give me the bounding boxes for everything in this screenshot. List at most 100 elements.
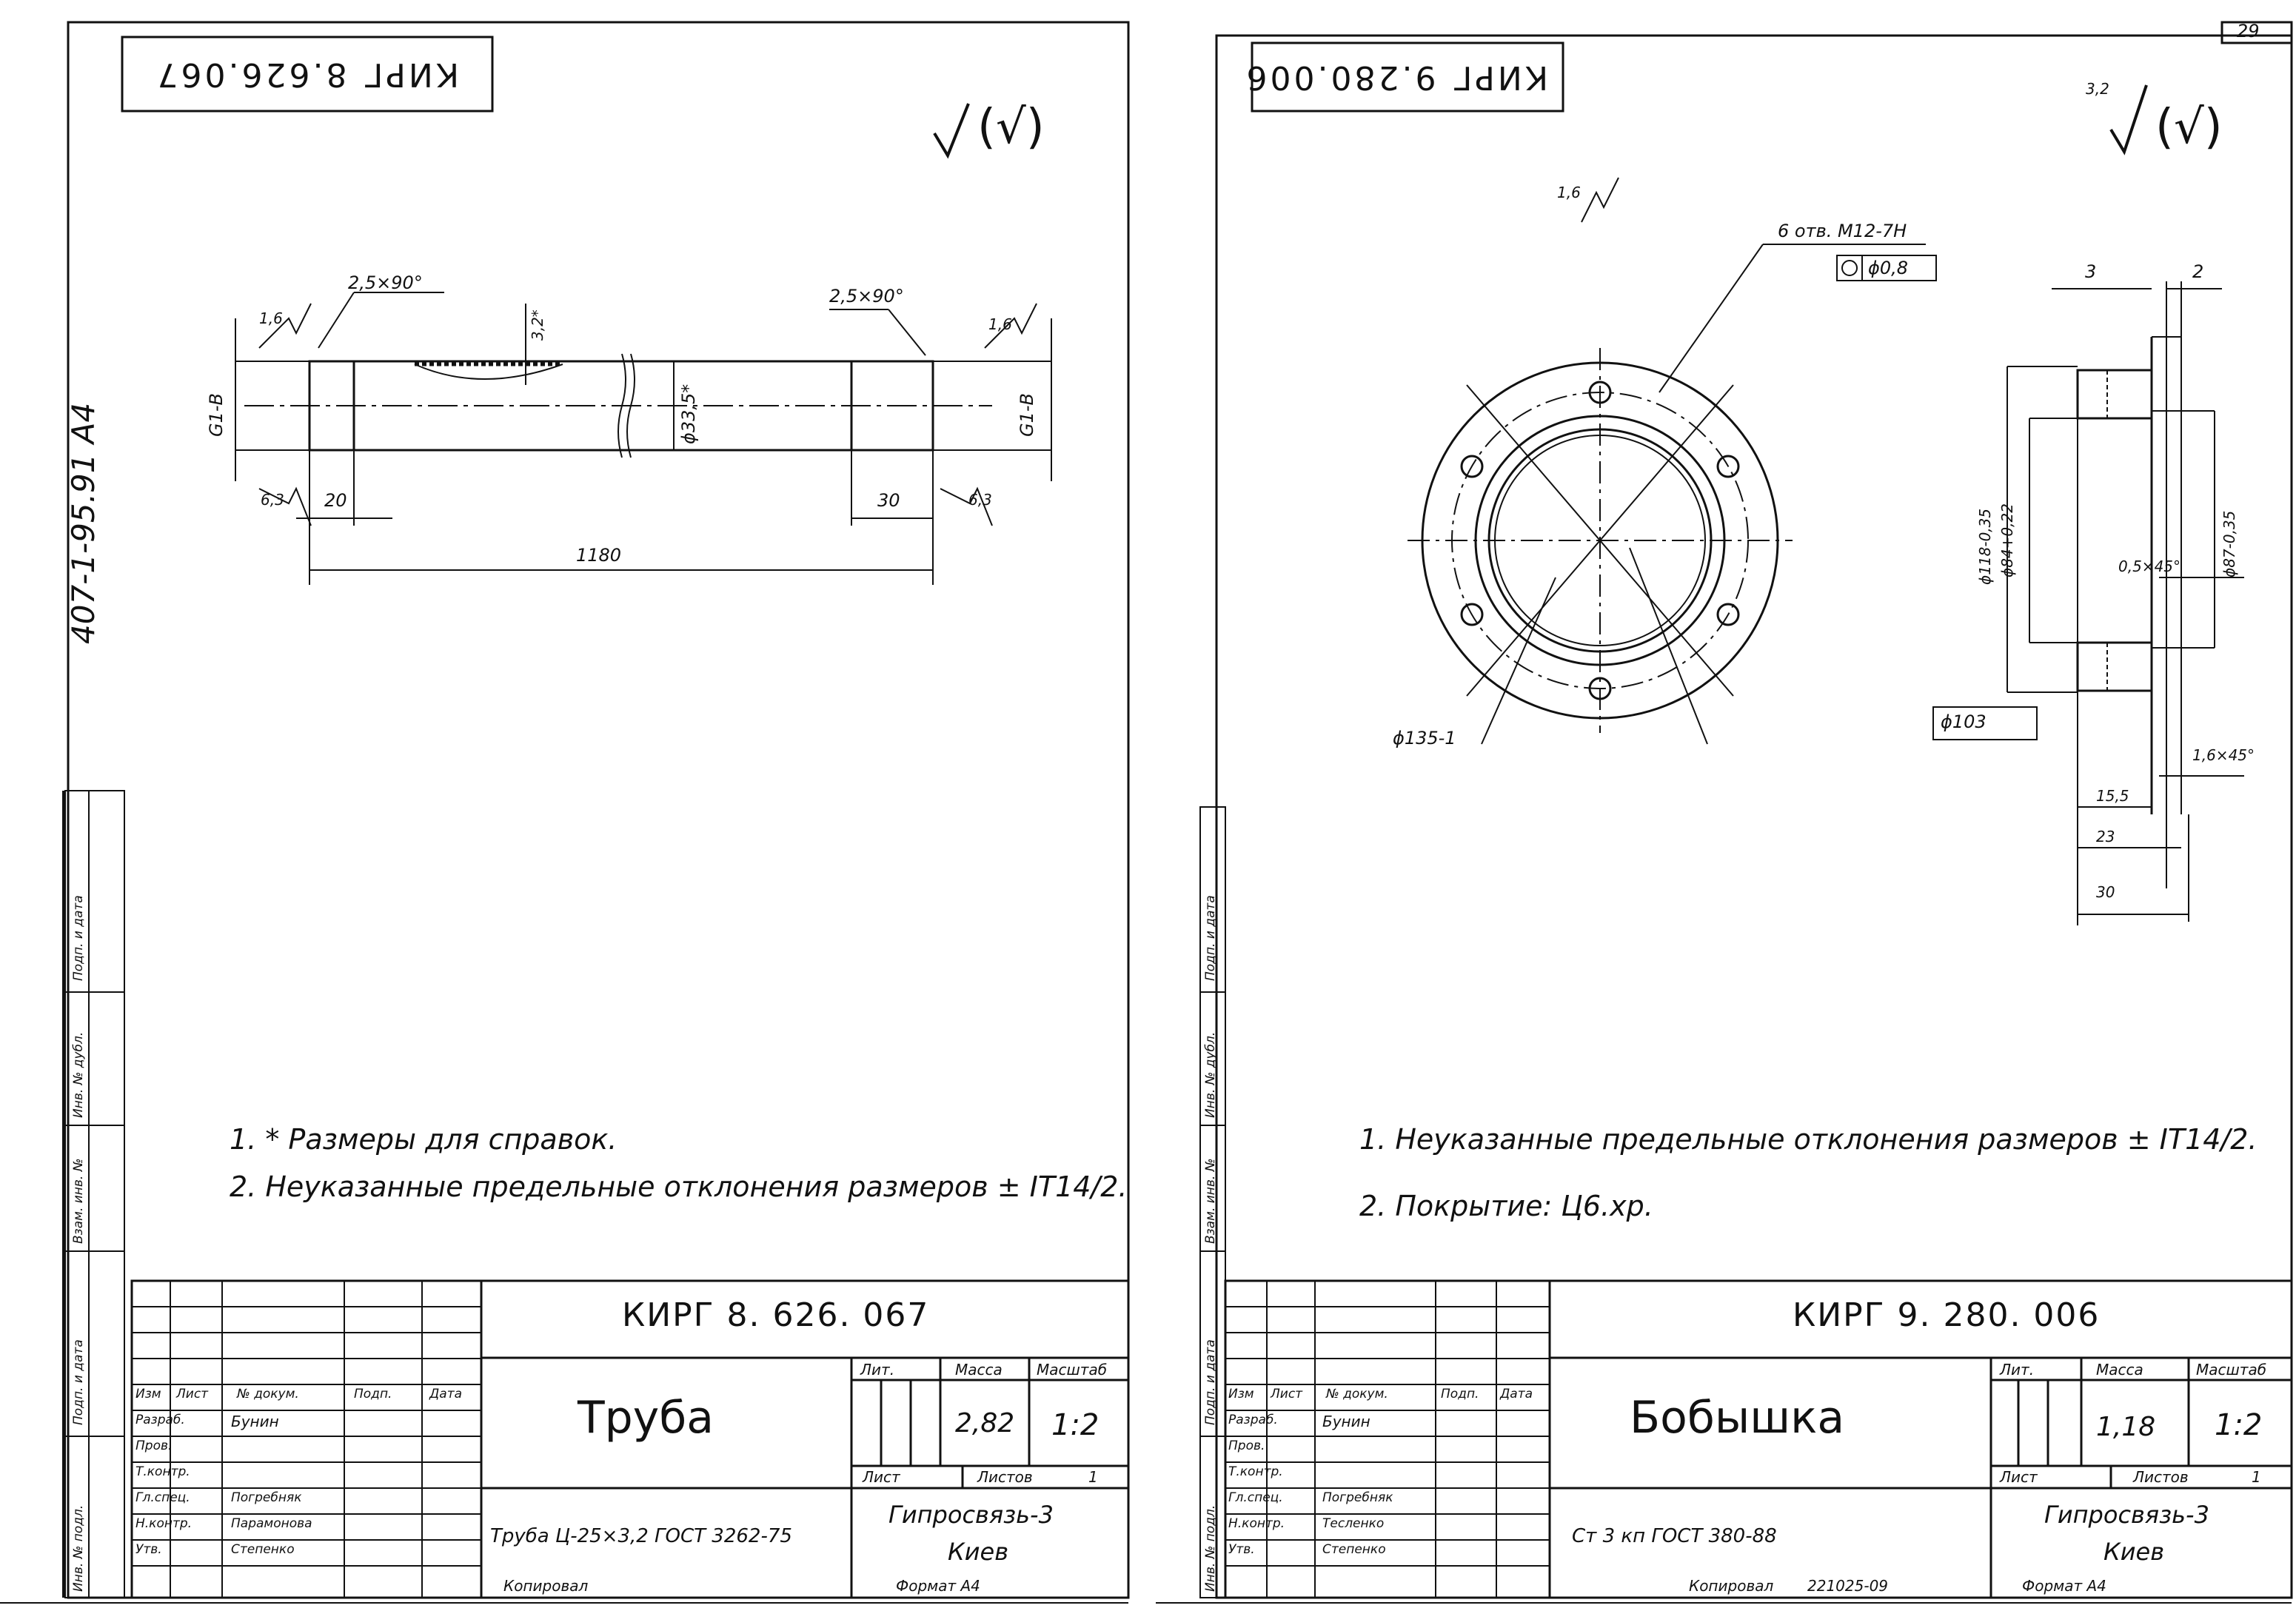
dim-length-left: 20	[324, 490, 347, 511]
right-header-list: Лист	[1271, 1387, 1303, 1401]
right-sidebar-podp-data-2: Подп. и дата	[1203, 895, 1218, 981]
left-lit-label: Лит.	[860, 1361, 895, 1379]
left-name-5: Парамонова	[231, 1516, 312, 1531]
right-name-6: Степенко	[1322, 1542, 1386, 1557]
left-city: Киев	[948, 1538, 1009, 1566]
right-header-date: Дата	[1500, 1387, 1533, 1401]
right-sheet-lines	[1156, 21, 2293, 1604]
right-corner-box	[1251, 41, 1564, 113]
right-role-6: Утв.	[1228, 1542, 1255, 1557]
left-mass-label: Масса	[955, 1361, 1003, 1379]
right-role-2: Пров.	[1228, 1438, 1265, 1453]
dim-rough-top-left: 1,6	[259, 309, 283, 327]
right-roughness-symbol: (√)	[2155, 100, 2223, 155]
left-role-5: Н.контр.	[135, 1516, 193, 1531]
right-sheets-label: Листов	[2133, 1468, 2189, 1486]
left-role-1: Разраб.	[135, 1413, 185, 1427]
left-name-6: Степенко	[231, 1542, 295, 1557]
right-scale-label: Масштаб	[2196, 1361, 2267, 1379]
left-sheet-label: Лист	[863, 1468, 900, 1486]
right-title-code: КИРГ 9. 280. 006	[1793, 1296, 2101, 1334]
left-scale-value: 1:2	[1051, 1408, 1100, 1442]
dim-rough-bottom-right: 6,3	[968, 491, 992, 509]
sidebar-inv-dubl: Инв. № дубл.	[71, 1031, 86, 1118]
left-header-list: Лист	[176, 1387, 209, 1401]
left-role-2: Пров.	[135, 1438, 173, 1453]
left-header-sign: Подп.	[354, 1387, 392, 1401]
dim-chamfer-1: 0,5×45°	[2118, 557, 2181, 575]
dim-rough-top-right: 1,6	[988, 315, 1012, 333]
left-role-4: Гл.спец.	[135, 1490, 190, 1505]
right-role-3: Т.контр.	[1228, 1464, 1283, 1479]
drawing-sheet-right: 29 КИРГ 9.280.006 3,2 (√) 6 отв. М12-7Н …	[1156, 0, 2296, 1611]
right-sheet-label: Лист	[2000, 1468, 2038, 1486]
right-lit-label: Лит.	[2000, 1361, 2035, 1379]
right-scale-value: 1:2	[2215, 1408, 2263, 1442]
dim-rough-bottom-left: 6,3	[261, 491, 284, 509]
drawing-sheet-left: КИРГ 8.626.067 (√) 407-1-95.91 A4 2,5×90…	[0, 0, 1140, 1611]
right-sidebar-podp-data-1: Подп. и дата	[1203, 1339, 1218, 1425]
dim-d118: ϕ118-0,35	[1976, 508, 1994, 585]
dim-position-tolerance: ϕ0,8	[1868, 258, 1908, 278]
pipe-drawing	[235, 292, 1052, 585]
dim-pitch-diameter: ϕ103	[1941, 711, 1987, 732]
left-corner-code: КИРГ 8.626.067	[154, 56, 459, 93]
left-name-4: Погребняк	[231, 1490, 302, 1505]
right-sidebar-grid	[1199, 806, 1226, 1598]
left-corner-box	[121, 36, 494, 113]
dim-chamfer-left: 2,5×90°	[348, 272, 423, 293]
dim-total-length: 1180	[576, 545, 622, 566]
dim-3: 3	[2085, 261, 2097, 282]
right-mass-label: Масса	[2096, 1361, 2143, 1379]
right-header-sign: Подп.	[1441, 1387, 1479, 1401]
left-roughness-symbol: (√)	[977, 100, 1045, 155]
dim-chamfer-right: 2,5×90°	[829, 286, 904, 307]
left-sheets-count: 1	[1088, 1468, 1098, 1486]
left-header-izm: Изм	[135, 1387, 161, 1401]
sidebar-inv-podl: Инв. № подл.	[71, 1504, 86, 1592]
right-name-1: Бунин	[1322, 1413, 1370, 1430]
right-header-izm: Изм	[1228, 1387, 1254, 1401]
sidebar-podp-data-1: Подп. и дата	[71, 1339, 86, 1425]
left-scale-label: Масштаб	[1037, 1361, 1108, 1379]
right-copied-code: 221025-09	[1807, 1577, 1889, 1595]
right-header-doc: № докум.	[1326, 1387, 1388, 1401]
left-note-1: 1. * Размеры для справок.	[230, 1123, 617, 1156]
right-note-2: 2. Покрытие: Ц6.хр.	[1359, 1190, 1653, 1222]
dim-diameter: ϕ33,5*	[678, 384, 699, 444]
left-material: Труба Ц-25×3,2 ГОСТ 3262-75	[490, 1525, 792, 1547]
right-note-1: 1. Неуказанные предельные отклонения раз…	[1359, 1123, 2257, 1156]
right-part-name: Бобышка	[1630, 1392, 1845, 1444]
dim-23: 23	[2096, 828, 2115, 845]
right-role-4: Гл.спец.	[1228, 1490, 1283, 1505]
page-number-box	[2220, 21, 2293, 44]
right-role-5: Н.контр.	[1228, 1516, 1285, 1531]
dim-chamfer-2: 1,6×45°	[2192, 746, 2255, 764]
dim-wall-thickness: 3,2*	[529, 309, 546, 341]
right-name-5: Тесленко	[1322, 1516, 1385, 1531]
side-document-code: 407-1-95.91 A4	[65, 402, 101, 644]
left-mass-value: 2,82	[955, 1408, 1015, 1438]
right-name-4: Погребняк	[1322, 1490, 1393, 1505]
right-city: Киев	[2103, 1538, 2165, 1566]
right-role-1: Разраб.	[1228, 1413, 1278, 1427]
left-title-code: КИРГ 8. 626. 067	[622, 1296, 930, 1334]
left-title-block	[130, 1279, 1130, 1599]
left-copied-label: Копировал	[503, 1577, 589, 1595]
left-header-date: Дата	[429, 1387, 463, 1401]
right-roughness-value: 3,2	[2086, 80, 2109, 98]
dim-thread-left: G1-B	[206, 393, 227, 437]
dim-outer-diameter: ϕ135-1	[1393, 728, 1456, 748]
flange-section-view	[2007, 281, 2244, 925]
left-part-name: Труба	[578, 1392, 714, 1444]
left-sheet-lines	[0, 21, 1130, 1604]
right-material: Ст 3 кп ГОСТ 380-88	[1572, 1525, 1777, 1547]
left-format-label: Формат А4	[896, 1577, 980, 1595]
dim-rough-small: 1,6	[1557, 184, 1581, 201]
left-role-3: Т.контр.	[135, 1464, 190, 1479]
left-org: Гипросвязь-3	[888, 1501, 1054, 1529]
left-note-2: 2. Неуказанные предельные отклонения раз…	[230, 1170, 1128, 1203]
dim-d84: ϕ84+0,22	[1998, 503, 2016, 577]
right-copied-label: Копировал	[1689, 1577, 1774, 1595]
right-format-label: Формат А4	[2022, 1577, 2106, 1595]
